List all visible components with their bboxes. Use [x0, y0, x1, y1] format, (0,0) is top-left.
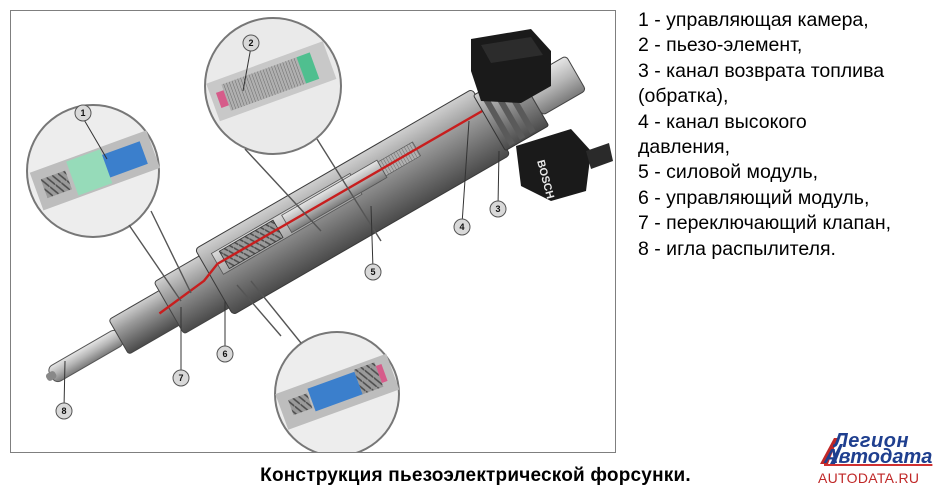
callout-6: 6 — [216, 345, 234, 363]
legend-item: 4 - канал высокого — [638, 110, 807, 133]
svg-text:3: 3 — [495, 204, 500, 214]
legend-item: 2 - пьезо-элемент, — [638, 34, 803, 57]
callout-8: 8 — [55, 402, 73, 420]
legend-item: 6 - управляющий модуль, — [638, 186, 870, 209]
svg-text:1: 1 — [80, 108, 85, 118]
injector-diagram-frame: BOSCH — [10, 10, 616, 453]
legend-item: 8 - игла распылителя. — [638, 237, 836, 260]
legend-item: (обратка), — [638, 85, 729, 108]
detail-circle-control-chamber — [26, 104, 160, 238]
legend-item: 5 - силовой модуль, — [638, 161, 819, 184]
svg-text:8: 8 — [61, 406, 66, 416]
watermark-line2: Автодата — [824, 446, 933, 468]
watermark-url: AUTODATA.RU — [818, 470, 920, 486]
callout-3: 3 — [489, 200, 507, 218]
svg-text:5: 5 — [370, 267, 375, 277]
callout-lines — [63, 46, 500, 409]
injector-body — [45, 56, 586, 383]
injector-illustration: BOSCH — [26, 17, 613, 452]
figure-caption: Конструкция пьезоэлектрической форсунки. — [260, 465, 691, 486]
legend-item: давления, — [638, 136, 730, 159]
legend-item: 7 - переключающий клапан, — [638, 212, 892, 235]
svg-text:2: 2 — [248, 38, 253, 48]
watermark-line1: Легион — [834, 430, 910, 452]
logo-swoosh-icon — [820, 438, 843, 464]
detail-circle-piezo — [204, 17, 342, 155]
connector: BOSCH — [471, 29, 613, 201]
svg-text:4: 4 — [459, 222, 464, 232]
callout-4: 4 — [453, 218, 471, 236]
detail-circle-valve — [274, 331, 400, 452]
svg-text:6: 6 — [222, 349, 227, 359]
svg-text:7: 7 — [178, 373, 183, 383]
legend-item: 3 - канал возврата топлива — [638, 59, 885, 82]
callout-5: 5 — [364, 263, 382, 281]
callout-7: 7 — [172, 369, 190, 387]
legend-item: 1 - управляющая камера, — [638, 9, 869, 31]
legend-list: 1 - управляющая камера, 2 - пьезо-элемен… — [638, 8, 948, 262]
magnifier-lines — [128, 138, 382, 344]
watermark-logo: Легион Автодата AUTODATA.RU — [812, 430, 948, 492]
callout-1: 1 — [74, 104, 92, 122]
callout-2: 2 — [242, 34, 260, 52]
